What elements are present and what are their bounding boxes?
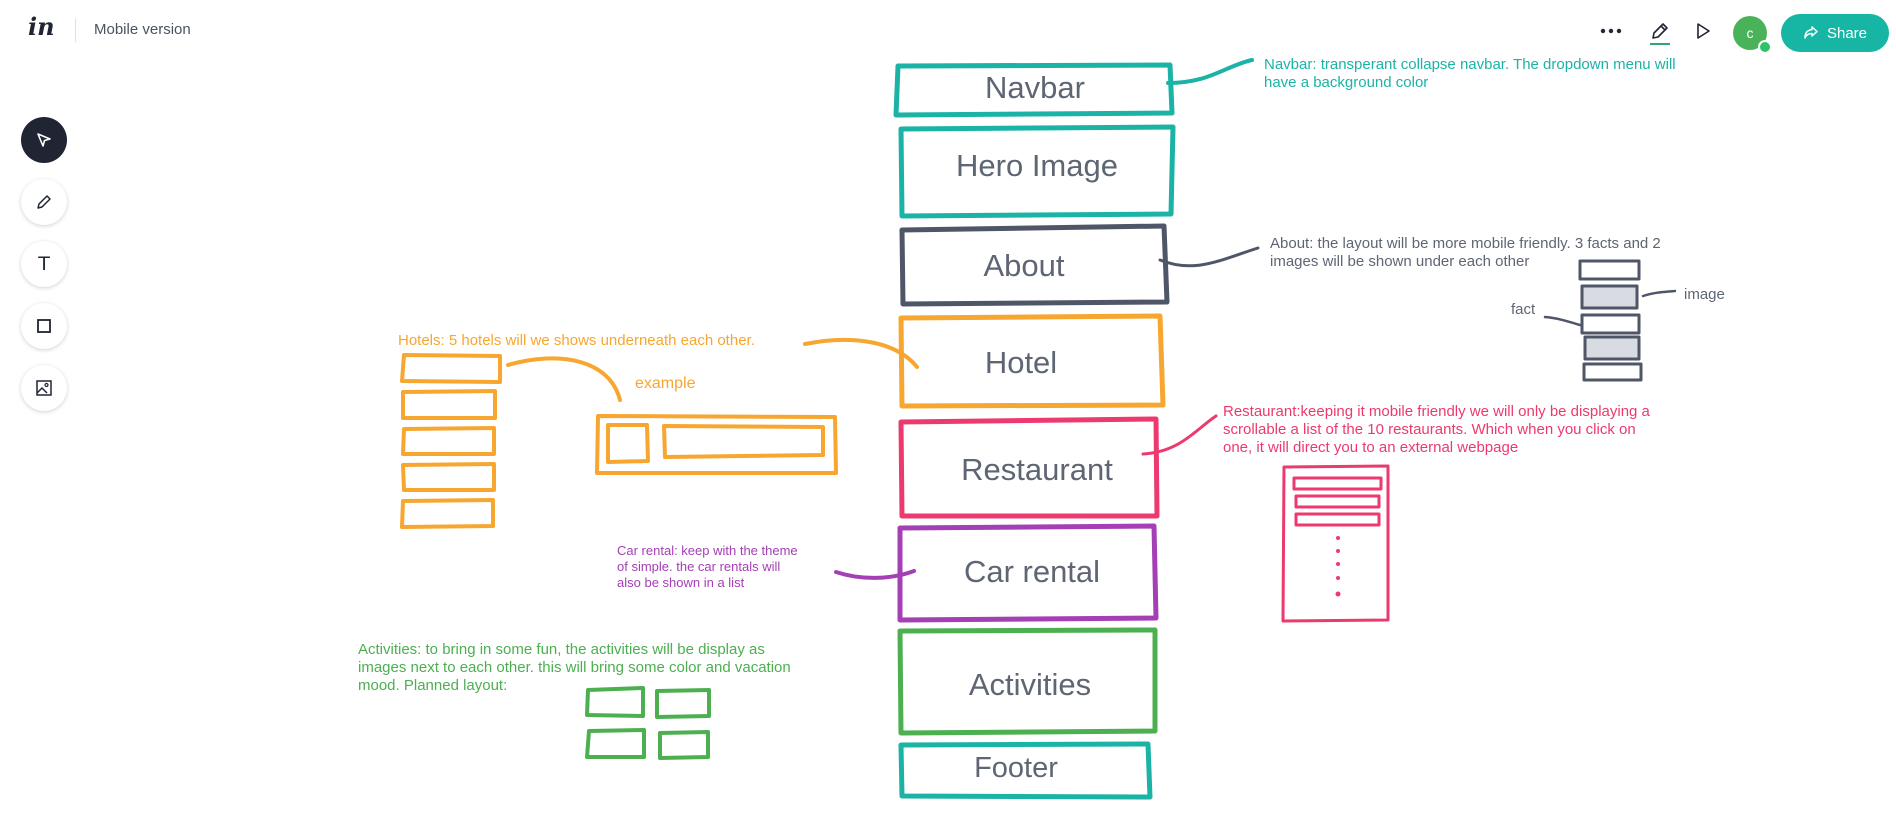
navbar-label: Navbar bbox=[985, 70, 1085, 105]
select-icon bbox=[37, 133, 51, 147]
text-tool-button[interactable]: T bbox=[21, 241, 67, 287]
footer-label: Footer bbox=[974, 752, 1058, 784]
about-mini-fact-3 bbox=[1582, 362, 1643, 382]
hero-box bbox=[898, 124, 1176, 219]
activity-tile-4 bbox=[658, 730, 710, 760]
play-icon bbox=[1697, 23, 1710, 39]
navbar-connector bbox=[1166, 58, 1254, 85]
about-note: About: the layout will be more mobile fr… bbox=[1270, 235, 1661, 271]
activity-tile-2 bbox=[655, 688, 711, 719]
car-rental-note-line: Car rental: keep with the theme bbox=[617, 543, 798, 558]
navbar-box bbox=[893, 62, 1175, 118]
hotel-list-item-2 bbox=[401, 389, 497, 420]
share-icon bbox=[1804, 26, 1818, 39]
fact-pointer bbox=[1543, 315, 1582, 327]
activities-note: Activities: to bring in some fun, the ac… bbox=[358, 641, 791, 695]
header-divider bbox=[75, 18, 76, 42]
activities-note-line: mood. Planned layout: bbox=[358, 677, 508, 694]
hotels-note: Hotels: 5 hotels will we shows underneat… bbox=[398, 332, 755, 349]
activities-box bbox=[897, 627, 1158, 736]
car-rental-note: Car rental: keep with the theme of simpl… bbox=[617, 543, 798, 591]
hotel-box bbox=[898, 313, 1166, 409]
pen-tool-button[interactable] bbox=[21, 179, 67, 225]
about-note-line: About: the layout will be more mobile fr… bbox=[1270, 235, 1661, 252]
about-mini-image-1 bbox=[1580, 284, 1639, 310]
activities-label: Activities bbox=[968, 667, 1092, 702]
restaurant-mini-dot-3 bbox=[1336, 562, 1340, 566]
navbar-note-line: Navbar: transperant collapse navbar. The… bbox=[1264, 56, 1676, 73]
image-tool-button[interactable] bbox=[21, 365, 67, 411]
about-mini-image-2 bbox=[1583, 335, 1641, 361]
about-fact-label: fact bbox=[1511, 301, 1536, 318]
restaurant-note: Restaurant:keeping it mobile friendly we… bbox=[1223, 403, 1650, 457]
restaurant-note-line: Restaurant:keeping it mobile friendly we… bbox=[1223, 403, 1650, 420]
invision-logo[interactable]: in bbox=[28, 12, 55, 41]
share-button-label: Share bbox=[1826, 24, 1868, 42]
car-rental-note-line: also be shown in a list bbox=[617, 575, 745, 590]
hero-label: Hero Image bbox=[956, 148, 1118, 183]
pen-icon bbox=[37, 195, 51, 209]
example-label: example bbox=[635, 375, 696, 392]
activity-tile-1 bbox=[585, 686, 645, 718]
share-button[interactable]: Share bbox=[1781, 14, 1889, 52]
about-image-label: image bbox=[1684, 286, 1725, 303]
about-mini-fact-2 bbox=[1580, 313, 1641, 335]
edit-mode-button[interactable] bbox=[1647, 18, 1673, 44]
hotel-label: Hotel bbox=[984, 345, 1058, 380]
about-note-line: images will be shown under each other bbox=[1270, 253, 1530, 270]
online-status-dot bbox=[1758, 40, 1772, 54]
restaurant-mini-dot-2 bbox=[1336, 549, 1340, 553]
example-card-thumb bbox=[606, 423, 650, 464]
rectangle-tool-button[interactable] bbox=[21, 303, 67, 349]
rectangle-icon bbox=[37, 319, 51, 333]
text-icon: T bbox=[38, 253, 50, 275]
about-box bbox=[899, 223, 1170, 307]
active-mode-indicator bbox=[1650, 43, 1670, 45]
footer-box bbox=[898, 741, 1153, 800]
restaurant-mini-dot-1 bbox=[1336, 536, 1340, 540]
present-button[interactable] bbox=[1690, 18, 1716, 44]
more-icon bbox=[1600, 28, 1622, 34]
restaurant-mini-item-3 bbox=[1294, 512, 1381, 527]
more-options-button[interactable] bbox=[1598, 18, 1624, 44]
hotel-list-item-1 bbox=[400, 353, 502, 384]
example-card bbox=[595, 414, 838, 475]
restaurant-box bbox=[898, 416, 1160, 519]
about-label: About bbox=[983, 248, 1065, 283]
hotel-list-item-5 bbox=[400, 498, 495, 529]
top-bar: in Mobile version c Share bbox=[0, 0, 1896, 58]
restaurant-connector bbox=[1141, 414, 1218, 456]
activities-note-line: images next to each other. this will bri… bbox=[358, 659, 791, 676]
car-rental-label: Car rental bbox=[963, 554, 1101, 589]
about-mini-fact-1 bbox=[1578, 259, 1641, 281]
restaurant-note-line: scrollable a list of the 10 restaurants.… bbox=[1223, 421, 1636, 438]
restaurant-note-line: one, it will direct you to an external w… bbox=[1223, 439, 1519, 456]
pen-icon bbox=[1652, 23, 1668, 39]
restaurant-label: Restaurant bbox=[961, 452, 1113, 487]
example-connector bbox=[506, 356, 622, 402]
restaurant-mini-item-2 bbox=[1294, 494, 1381, 509]
restaurant-mini-dot-5 bbox=[1335, 591, 1341, 597]
restaurant-mini-dot-4 bbox=[1336, 576, 1340, 580]
hotel-list-item-4 bbox=[401, 462, 496, 492]
image-pointer bbox=[1641, 289, 1677, 298]
restaurant-mini-item-1 bbox=[1292, 476, 1383, 491]
about-connector bbox=[1158, 246, 1260, 268]
car-rental-box bbox=[897, 523, 1159, 623]
hotel-list-item-3 bbox=[401, 426, 496, 456]
car-rental-connector bbox=[834, 569, 916, 580]
navbar-note-line: have a background color bbox=[1264, 74, 1429, 91]
example-card-text bbox=[662, 424, 825, 459]
restaurant-mini-phone bbox=[1281, 464, 1390, 623]
activity-tile-3 bbox=[585, 728, 646, 759]
hotel-connector bbox=[803, 337, 919, 369]
image-icon bbox=[36, 380, 52, 396]
navbar-note: Navbar: transperant collapse navbar. The… bbox=[1264, 56, 1676, 92]
document-title[interactable]: Mobile version bbox=[94, 21, 191, 38]
activities-note-line: Activities: to bring in some fun, the ac… bbox=[358, 641, 765, 658]
car-rental-note-line: of simple. the car rentals will bbox=[617, 559, 781, 574]
select-tool-button[interactable] bbox=[21, 117, 67, 163]
